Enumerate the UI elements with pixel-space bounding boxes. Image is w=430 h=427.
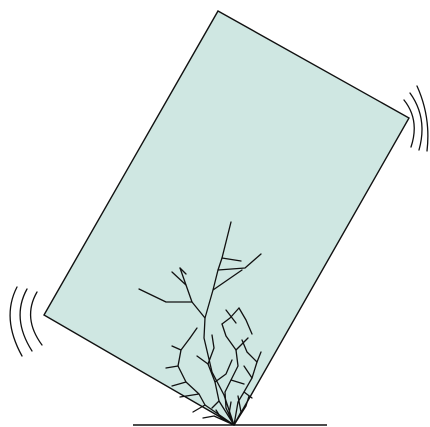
crack-left-c [193, 405, 205, 412]
vibration-lines-left [10, 287, 42, 356]
vibration-arc-left-2 [20, 289, 32, 351]
glass-pane [44, 11, 409, 425]
vibration-arc-right-2 [410, 93, 422, 150]
vibration-arc-right-3 [417, 86, 428, 151]
vibration-arc-left-1 [31, 292, 42, 345]
